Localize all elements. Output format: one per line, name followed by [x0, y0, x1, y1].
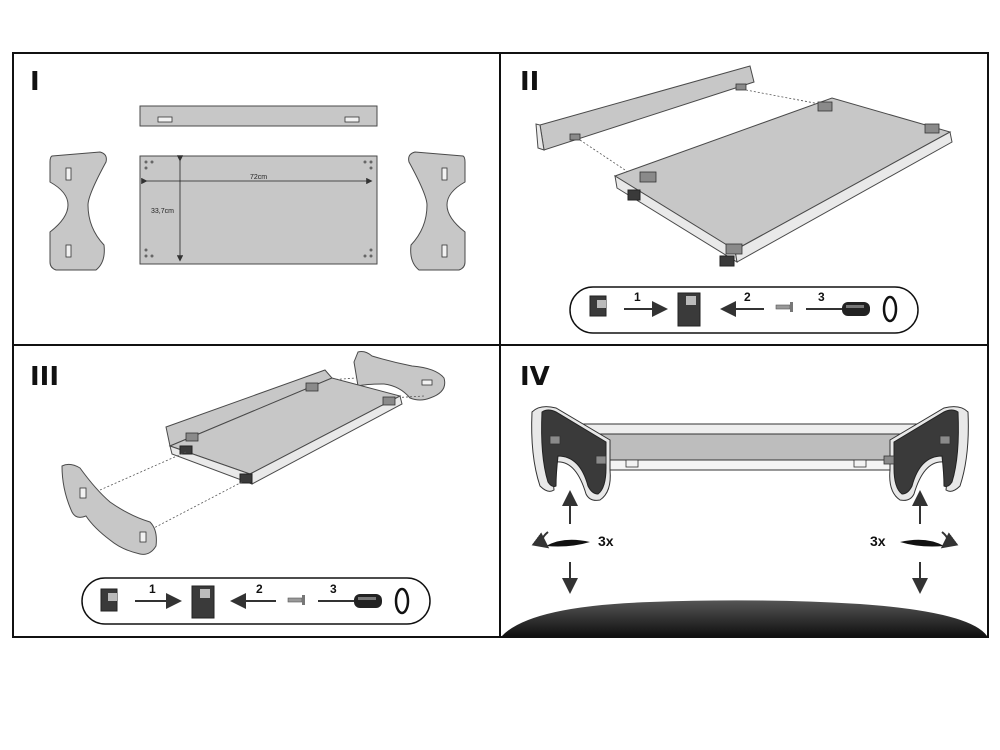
slot [65, 167, 72, 181]
pin-marks [144, 160, 373, 258]
bracket-icon [589, 295, 607, 317]
panel-2-numeral: II [520, 67, 539, 97]
bracket-icon [817, 101, 833, 112]
slot [344, 116, 360, 123]
bracket-icon [191, 585, 215, 619]
left-repeat-label: 3x [598, 533, 614, 549]
slot [441, 244, 448, 258]
bracket-icon [735, 83, 747, 91]
slot [65, 244, 72, 258]
rotate-icon [394, 587, 410, 615]
left-side-piece [49, 151, 107, 271]
left-side-piece [541, 409, 607, 495]
bracket-icon [569, 133, 581, 141]
depth-dimension-label: 33,7cm [151, 208, 174, 215]
slot [441, 167, 448, 181]
screwdriver-icon [806, 302, 870, 316]
step-2-label: 2 [744, 290, 751, 304]
twist-icon [900, 539, 944, 547]
screwdriver-icon [318, 594, 382, 608]
step-1-label: 1 [634, 290, 641, 304]
shelf-top-edge [547, 423, 949, 435]
shelf-underside [547, 433, 949, 461]
assembly-legend: 1 2 3 [81, 577, 431, 625]
step-2-label: 2 [256, 582, 263, 596]
bracket-icon [677, 292, 701, 327]
panel-4: IV 3x 3x [502, 362, 987, 636]
panel-3-numeral: III [30, 362, 59, 392]
panel-2: II 1 [520, 65, 953, 334]
width-dimension-label: 72cm [250, 174, 267, 181]
right-side-piece [353, 351, 446, 401]
bracket-icon [639, 171, 657, 183]
bracket-icon [382, 396, 396, 406]
right-side-piece [893, 409, 959, 495]
back-panel-edge [599, 459, 897, 471]
bracket-icon [100, 588, 118, 612]
panel-1-numeral: I [30, 67, 40, 97]
step-1-label: 1 [149, 582, 156, 596]
bracket-icon [305, 382, 319, 392]
panel-1: I 72cm 33,7cm [30, 67, 466, 271]
screw-icon [287, 595, 305, 605]
mounting-base [502, 600, 987, 636]
panel-4-numeral: IV [520, 362, 550, 392]
step-3-label: 3 [330, 582, 337, 596]
screw-icon [775, 302, 793, 312]
assembly-legend: 1 2 3 [569, 286, 919, 334]
rotate-icon [882, 295, 898, 323]
back-panel-piece [139, 105, 378, 127]
slot [157, 116, 173, 123]
twist-icon [546, 539, 590, 547]
step-3-label: 3 [818, 290, 825, 304]
bracket-icon [725, 243, 743, 255]
right-repeat-label: 3x [870, 533, 886, 549]
bracket-icon [185, 432, 199, 442]
left-side-piece [61, 463, 157, 555]
panel-3: III 1 [30, 351, 446, 625]
bracket-icon [924, 123, 940, 134]
shelf-board [139, 155, 378, 265]
right-side-piece [408, 151, 466, 271]
